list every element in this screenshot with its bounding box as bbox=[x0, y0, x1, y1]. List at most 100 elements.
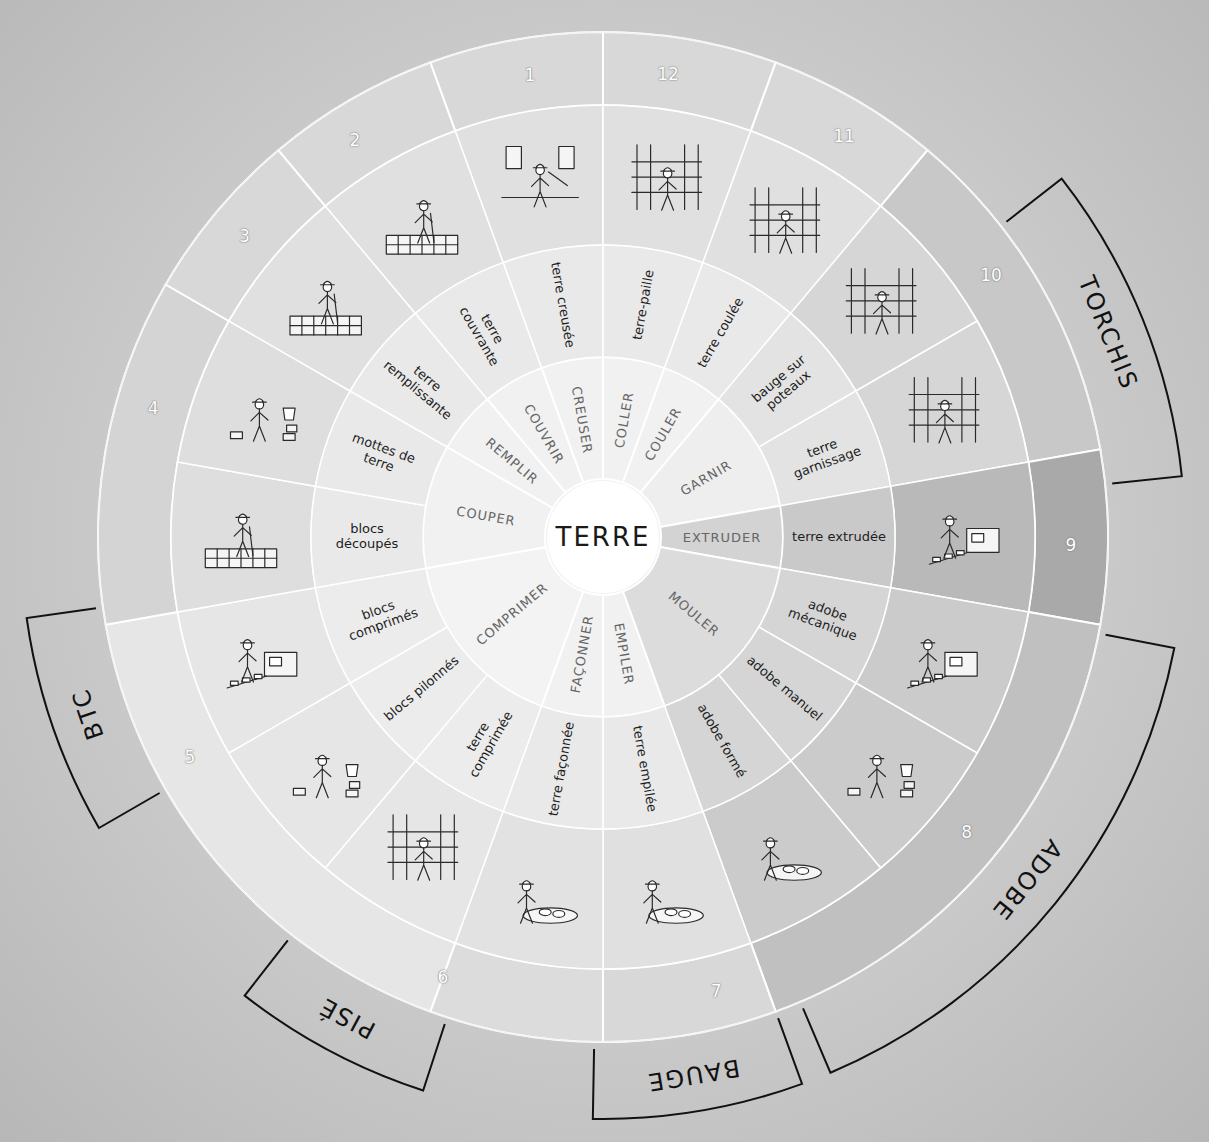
illustration-stroke bbox=[661, 168, 675, 171]
illustration-stroke bbox=[933, 557, 941, 561]
callout-number: 8 bbox=[961, 822, 972, 842]
illustration-stroke bbox=[935, 674, 943, 678]
illustration-stroke bbox=[415, 211, 432, 243]
illustration-stroke bbox=[943, 516, 957, 519]
center-disc bbox=[546, 480, 660, 594]
illustration-stroke bbox=[250, 527, 253, 556]
callout-number: 4 bbox=[148, 398, 159, 418]
illustration-stroke bbox=[230, 681, 238, 685]
technique-name: blocs découpés bbox=[319, 522, 415, 552]
group-label: BTC bbox=[66, 685, 110, 744]
group-bracket bbox=[803, 635, 1174, 1073]
illustration-stroke bbox=[938, 400, 952, 403]
illustration-stroke bbox=[270, 657, 282, 666]
illustration bbox=[388, 815, 458, 880]
illustration-stroke bbox=[921, 640, 935, 643]
illustration-stroke bbox=[518, 891, 535, 923]
illustration-stroke bbox=[901, 790, 913, 797]
illustration-stroke bbox=[783, 866, 795, 873]
illustration bbox=[230, 399, 296, 442]
illustration-stroke bbox=[797, 868, 809, 875]
illustration-stroke bbox=[431, 213, 434, 242]
group-bracket bbox=[593, 1018, 802, 1119]
illustration-stroke bbox=[417, 201, 431, 204]
callout-number: 5 bbox=[184, 747, 195, 767]
callout-number: 3 bbox=[239, 226, 250, 246]
illustration-cell bbox=[171, 462, 315, 612]
callout-number: 2 bbox=[350, 130, 361, 150]
callout-number: 11 bbox=[833, 126, 855, 146]
callout-number: 9 bbox=[1065, 535, 1076, 555]
illustration-stroke bbox=[234, 524, 251, 556]
illustration bbox=[293, 755, 359, 798]
method-segment: EMPILER bbox=[601, 589, 667, 719]
illustration-stroke bbox=[665, 909, 677, 916]
illustration-stroke bbox=[846, 269, 916, 334]
illustration-stroke bbox=[346, 765, 358, 777]
illustration-stroke bbox=[265, 652, 297, 676]
illustration-stroke bbox=[290, 316, 361, 335]
illustration-stroke bbox=[532, 175, 549, 207]
illustration-stroke bbox=[502, 197, 579, 198]
illustration-stroke bbox=[386, 235, 457, 254]
illustration-stroke bbox=[848, 788, 860, 795]
center-title: TERRE bbox=[556, 522, 651, 552]
illustration-stroke bbox=[941, 526, 958, 558]
illustration-stroke bbox=[417, 838, 431, 841]
illustration-stroke bbox=[901, 765, 913, 777]
illustration bbox=[644, 881, 704, 924]
illustration-stroke bbox=[936, 411, 953, 443]
illustration-stroke bbox=[346, 790, 358, 797]
illustration-cell bbox=[603, 811, 751, 969]
illustration-stroke bbox=[919, 650, 936, 682]
illustration-stroke bbox=[539, 909, 551, 916]
illustration bbox=[502, 147, 579, 207]
segment-shape bbox=[603, 592, 665, 718]
group-bracket bbox=[245, 940, 445, 1090]
illustration-stroke bbox=[559, 147, 574, 169]
callout-number: 7 bbox=[711, 981, 722, 1001]
illustration-stroke bbox=[967, 529, 999, 553]
group-label: PISÉ bbox=[314, 992, 380, 1045]
callout-number: 10 bbox=[980, 265, 1002, 285]
illustration bbox=[846, 269, 916, 334]
illustration bbox=[290, 281, 361, 335]
illustration bbox=[518, 881, 578, 924]
method-name: EXTRUDER bbox=[683, 530, 762, 545]
illustration-stroke bbox=[290, 316, 361, 335]
illustration bbox=[908, 640, 978, 688]
wheel-rim bbox=[98, 32, 1108, 1042]
illustration-stroke bbox=[283, 434, 295, 441]
segment-shape bbox=[415, 263, 541, 400]
illustration-stroke bbox=[287, 425, 297, 432]
illustration bbox=[750, 188, 820, 253]
segment-shape bbox=[603, 706, 703, 829]
illustration-stroke bbox=[957, 551, 965, 555]
illustration-stroke bbox=[205, 549, 276, 568]
illustration-stroke bbox=[520, 881, 534, 884]
illustration-stroke bbox=[239, 650, 256, 682]
illustration-stroke bbox=[241, 640, 255, 643]
group-bracket bbox=[1006, 179, 1181, 484]
illustration bbox=[929, 516, 999, 564]
illustration-stroke bbox=[230, 432, 242, 439]
illustration-stroke bbox=[868, 765, 885, 797]
group-bracket bbox=[27, 608, 160, 828]
illustration-stroke bbox=[549, 172, 568, 186]
illustration-stroke bbox=[293, 788, 305, 795]
illustration-stroke bbox=[945, 652, 977, 676]
illustration bbox=[762, 838, 822, 881]
illustration-stroke bbox=[972, 534, 984, 543]
illustration-stroke bbox=[254, 674, 262, 678]
illustration-stroke bbox=[679, 911, 691, 918]
illustration-stroke bbox=[253, 399, 267, 402]
callout-number: 6 bbox=[437, 967, 448, 987]
illustration-stroke bbox=[316, 755, 330, 758]
illustration-stroke bbox=[350, 782, 360, 789]
illustration-stroke bbox=[870, 755, 884, 758]
technique-name: terre extrudée bbox=[791, 530, 887, 545]
illustration-stroke bbox=[875, 292, 889, 295]
illustration-stroke bbox=[904, 782, 914, 789]
illustration-stroke bbox=[321, 281, 335, 284]
illustration-stroke bbox=[909, 378, 979, 443]
